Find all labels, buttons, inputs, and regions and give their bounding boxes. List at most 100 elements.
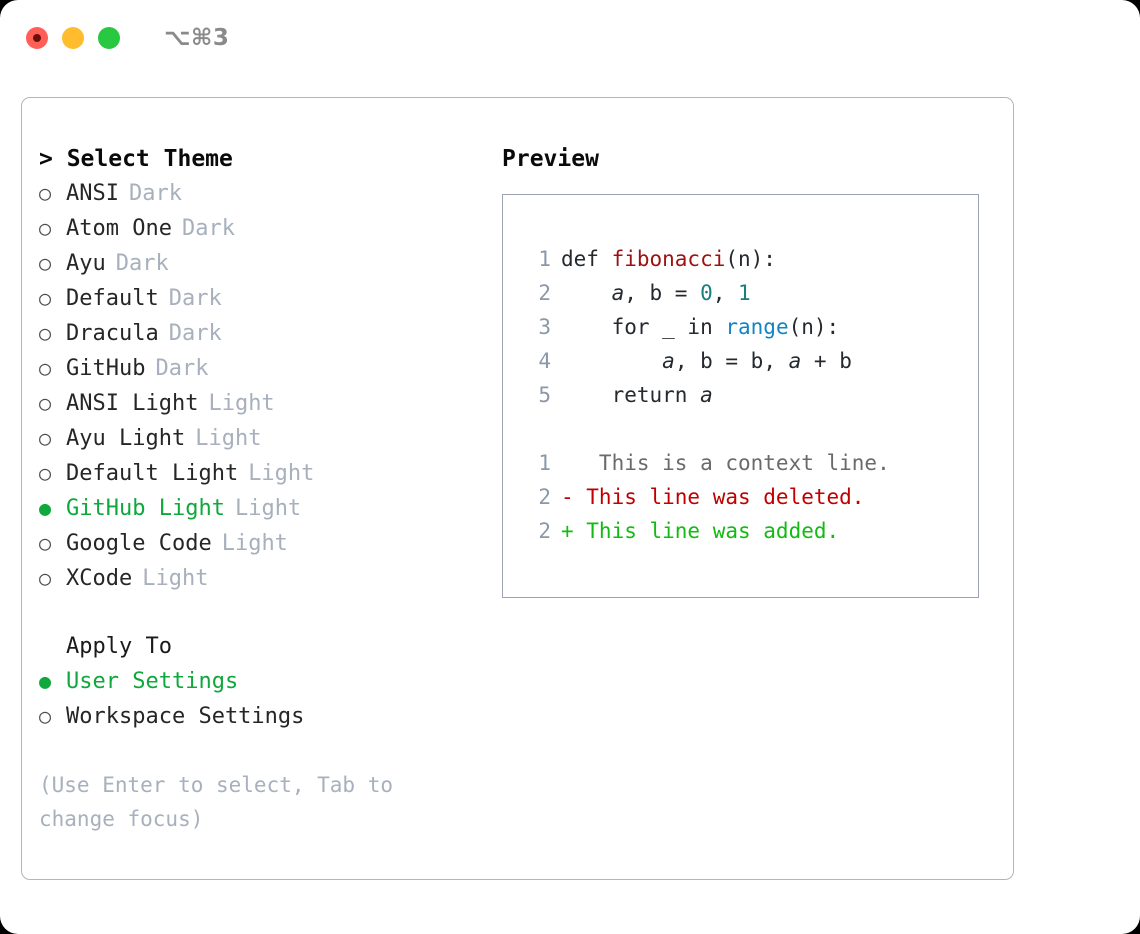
- radio-unselected-icon: ○: [39, 181, 52, 205]
- diff-sample: 1 This is a context line.2- This line wa…: [521, 446, 978, 548]
- apply-to-item[interactable]: ○ Workspace Settings: [39, 699, 482, 734]
- theme-label: ANSI: [66, 181, 119, 206]
- line-number: 1: [538, 247, 551, 271]
- radio-unselected-icon: ○: [39, 531, 52, 555]
- theme-label: GitHub Light: [66, 496, 225, 521]
- close-button[interactable]: [26, 27, 48, 49]
- theme-item[interactable]: ○ Default Light Light: [39, 456, 482, 491]
- token-var: a: [788, 349, 802, 373]
- theme-variant-tag: Light: [142, 566, 209, 591]
- diff-text-add: + This line was added.: [561, 519, 840, 543]
- token-kw: return: [561, 383, 701, 407]
- token-var: a: [662, 349, 675, 373]
- token-punct: + b: [801, 349, 852, 373]
- radio-unselected-icon: ○: [39, 704, 52, 728]
- select-theme-header: > Select Theme: [39, 146, 233, 172]
- theme-variant-tag: Light: [234, 496, 302, 521]
- theme-label: Ayu Light: [66, 426, 186, 451]
- theme-variant-tag: Dark: [128, 181, 182, 206]
- theme-variant-tag: Light: [195, 426, 262, 451]
- keyboard-hint: (Use Enter to select, Tab to change focu…: [39, 773, 394, 831]
- theme-label: Atom One: [66, 216, 172, 241]
- code-line: 1 def fibonacci(n):: [521, 242, 978, 276]
- theme-variant-tag: Dark: [155, 356, 209, 381]
- radio-unselected-icon: ○: [39, 286, 52, 310]
- code-text: return a: [561, 378, 713, 412]
- theme-label: Dracula: [66, 321, 159, 346]
- theme-variant-tag: Light: [221, 531, 288, 556]
- token-num: 0: [700, 281, 713, 305]
- radio-unselected-icon: ○: [39, 356, 52, 380]
- maximize-button[interactable]: [98, 27, 120, 49]
- theme-label: GitHub: [66, 356, 146, 381]
- theme-item[interactable]: ○ Ayu Light Light: [39, 421, 482, 456]
- close-icon: [33, 34, 41, 42]
- minimize-button[interactable]: [62, 27, 84, 49]
- theme-variant-tag: Light: [208, 391, 275, 416]
- apply-to-list[interactable]: ● User Settings ○ Workspace Settings: [39, 664, 482, 734]
- token-punct: [561, 281, 612, 305]
- code-line: 4 a, b = b, a + b: [521, 344, 978, 378]
- theme-label: Google Code: [66, 531, 212, 556]
- spacer: [521, 412, 978, 446]
- title-bar: ⌥⌘3: [0, 0, 1140, 76]
- radio-unselected-icon: ○: [39, 426, 52, 450]
- theme-variant-tag: Dark: [115, 251, 169, 276]
- code-line: 3 for _ in range(n):: [521, 310, 978, 344]
- theme-variant-tag: Light: [248, 461, 315, 486]
- theme-item[interactable]: ○ GitHub Dark: [39, 351, 482, 386]
- theme-label: Ayu: [66, 251, 106, 276]
- radio-unselected-icon: ○: [39, 566, 52, 590]
- apply-to-header: Apply To: [66, 634, 172, 659]
- line-number: 4: [538, 349, 551, 373]
- radio-selected-icon: ●: [39, 669, 52, 693]
- radio-unselected-icon: ○: [39, 461, 52, 485]
- radio-unselected-icon: ○: [39, 391, 52, 415]
- theme-label: Default Light: [66, 461, 239, 486]
- diff-line: 2- This line was deleted.: [521, 480, 978, 514]
- token-kw: def: [561, 247, 612, 271]
- window-controls: [26, 27, 120, 49]
- theme-item[interactable]: ○ ANSI Dark: [39, 176, 482, 211]
- apply-to-item[interactable]: ● User Settings: [39, 664, 482, 699]
- token-kw: for _ in: [561, 315, 726, 339]
- token-fn: fibonacci: [611, 247, 726, 271]
- code-text: a, b = b, a + b: [561, 344, 852, 378]
- line-number: 1: [538, 451, 551, 475]
- token-call: range: [725, 315, 789, 339]
- token-num: 1: [738, 281, 751, 305]
- theme-item[interactable]: ○ Google Code Light: [39, 526, 482, 561]
- apply-to-label: User Settings: [66, 669, 239, 694]
- theme-item[interactable]: ○ ANSI Light Light: [39, 386, 482, 421]
- code-line: 5 return a: [521, 378, 978, 412]
- diff-text-del: - This line was deleted.: [561, 485, 865, 509]
- preview-title: Preview: [502, 146, 599, 172]
- theme-label: XCode: [66, 566, 133, 591]
- line-number: 2: [538, 519, 551, 543]
- token-var: a: [611, 281, 625, 305]
- line-number: 2: [538, 281, 551, 305]
- token-punct: , b =: [624, 281, 701, 305]
- apply-to-label: Workspace Settings: [66, 704, 305, 729]
- theme-label: ANSI Light: [66, 391, 199, 416]
- theme-item[interactable]: ○ XCode Light: [39, 561, 482, 596]
- theme-label: Default: [66, 286, 159, 311]
- theme-variant-tag: Dark: [181, 216, 235, 241]
- token-punct: (n):: [725, 247, 776, 271]
- line-number: 3: [538, 315, 551, 339]
- token-punct: ,: [712, 281, 739, 305]
- code-text: def fibonacci(n):: [561, 242, 776, 276]
- code-text: for _ in range(n):: [561, 310, 840, 344]
- spacer: [39, 596, 482, 630]
